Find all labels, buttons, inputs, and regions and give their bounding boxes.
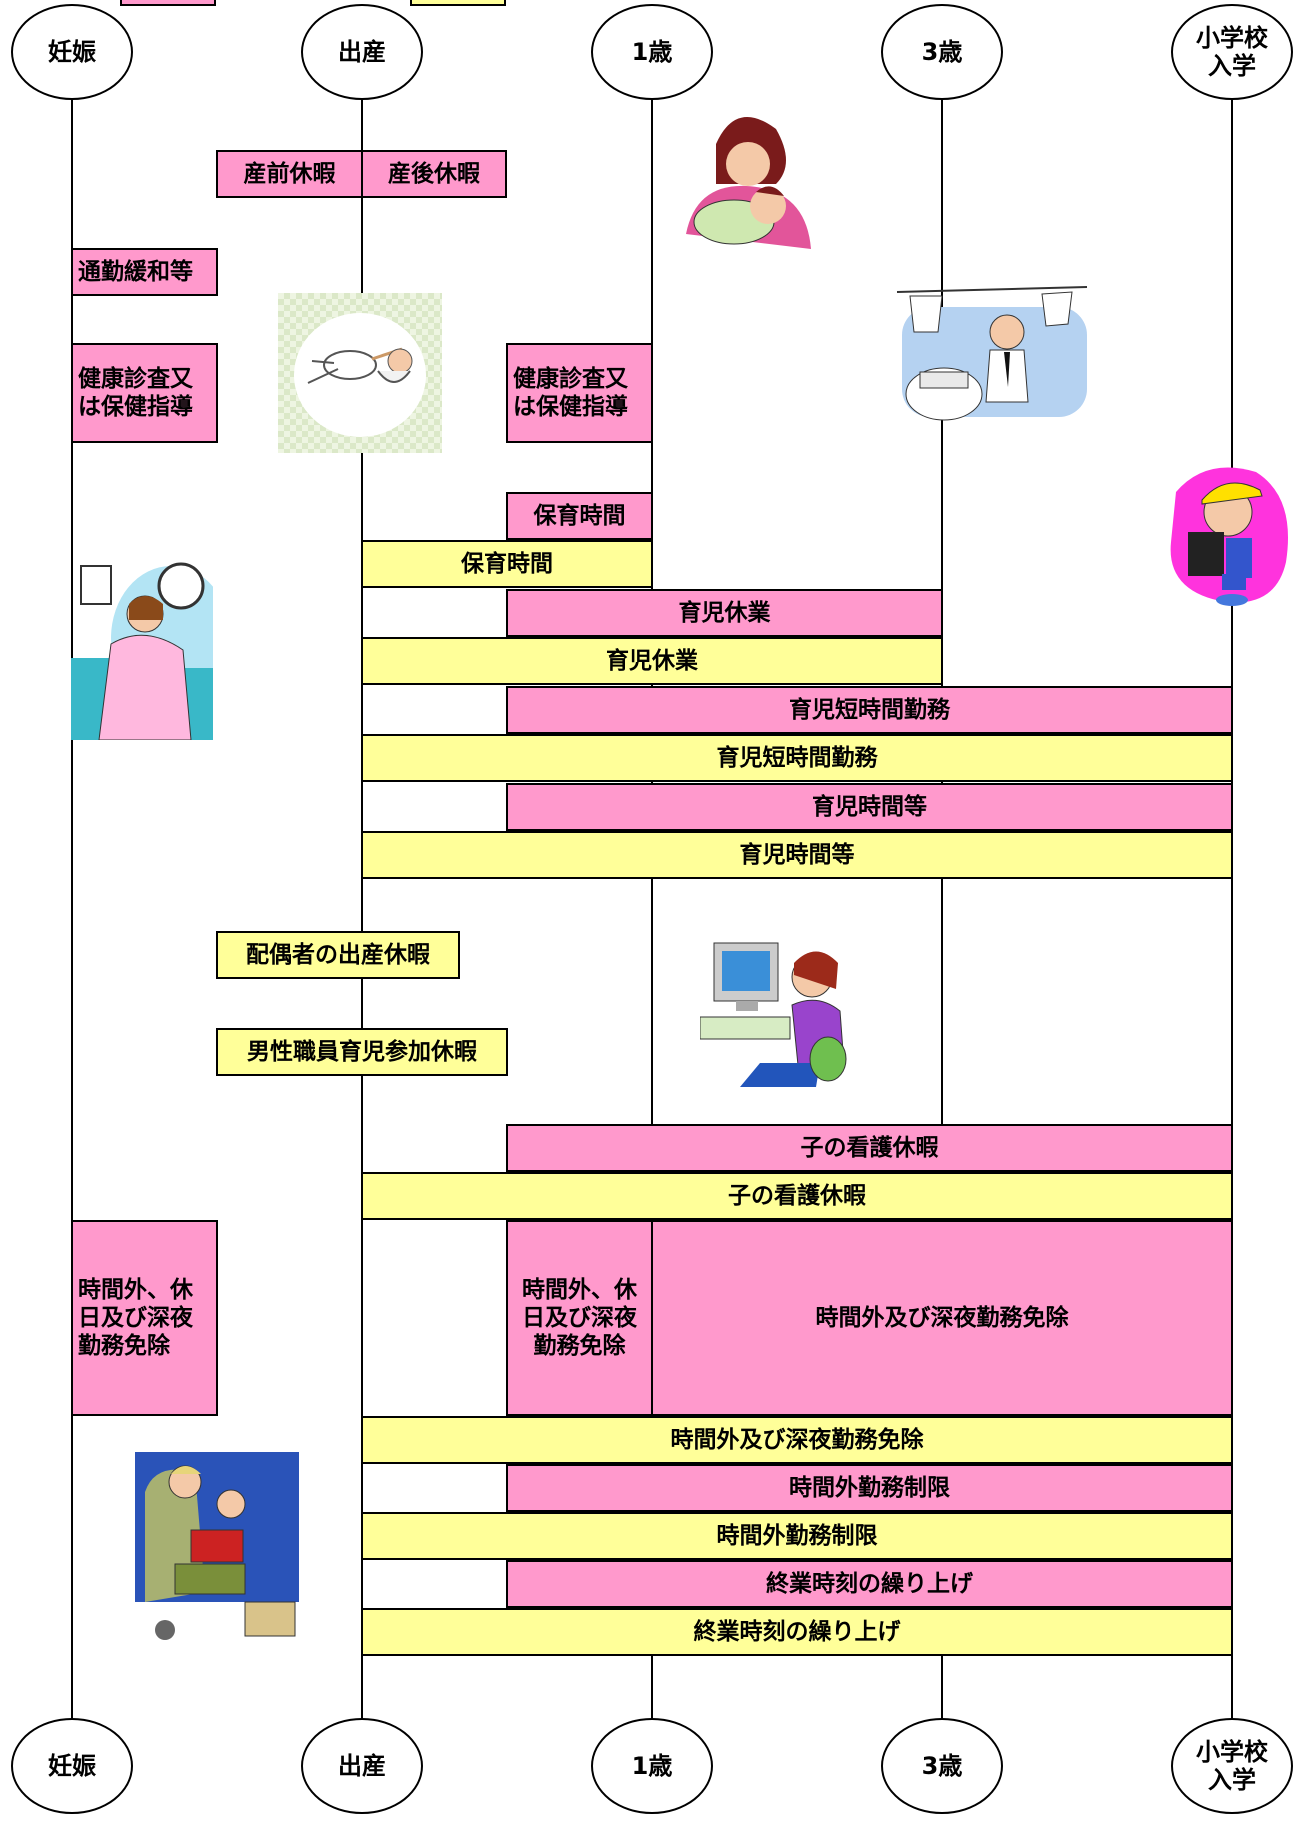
health-check-pregnancy-bar: 健康診査又 は保健指導 [71,343,218,443]
cropped-yellow-bar [410,0,506,6]
stage-age1-top: 1歳 [591,4,713,100]
stage-age3-bottom: 3歳 [881,1718,1003,1814]
overtime-limit-yellow-bar: 時間外勤務制限 [361,1512,1233,1560]
stage-school-bottom: 小学校 入学 [1171,1718,1293,1814]
pregnant-woman-illustration [71,562,213,740]
woman-at-computer-illustration [700,942,847,1087]
cropped-pink-bar [120,0,216,6]
timeline-line-birth [361,100,363,1720]
health-check-postnatal-bar: 健康診査又 は保健指導 [506,343,653,443]
childcare-leave-yellow-bar: 育児休業 [361,637,943,685]
childcare-leave-pink-bar: 育児休業 [506,589,943,637]
family-reading-illustration [135,1452,299,1640]
stage-age3-top: 3歳 [881,4,1003,100]
timeline-line-age1 [651,100,653,1720]
early-finish-pink-bar: 終業時刻の繰り上げ [506,1560,1233,1608]
timeline-line-school [1231,100,1233,1720]
male-participation-leave-bar: 男性職員育児参加休暇 [216,1028,508,1076]
overtime-night-exempt-yellow-bar: 時間外及び深夜勤務免除 [361,1416,1233,1464]
stage-school-top: 小学校 入学 [1171,4,1293,100]
nursing-time-pink-bar: 保育時間 [506,492,653,540]
overtime-exempt-pregnancy-bar: 時間外、休 日及び深夜 勤務免除 [71,1220,218,1416]
overtime-exempt-postnatal-bar: 時間外、休 日及び深夜 勤務免除 [506,1220,653,1416]
child-nursing-leave-yellow-bar: 子の看護休暇 [361,1172,1233,1220]
timeline-line-pregnancy [71,100,73,1720]
childcare-time-pink-bar: 育児時間等 [506,783,1233,831]
prenatal-leave-bar: 産前休暇 [216,150,363,198]
stage-birth-top: 出産 [301,4,423,100]
commute-relief-bar: 通勤緩和等 [71,248,218,296]
spouse-birth-leave-bar: 配偶者の出産休暇 [216,931,460,979]
short-hours-pink-bar: 育児短時間勤務 [506,686,1233,734]
stork-baby-illustration [278,293,442,453]
child-nursing-leave-pink-bar: 子の看護休暇 [506,1124,1233,1172]
childcare-time-yellow-bar: 育児時間等 [361,831,1233,879]
early-finish-yellow-bar: 終業時刻の繰り上げ [361,1608,1233,1656]
overtime-night-exempt-pink-bar: 時間外及び深夜勤務免除 [651,1220,1233,1416]
mother-with-baby-illustration [686,117,811,249]
nursing-time-yellow-bar: 保育時間 [361,540,653,588]
overtime-limit-pink-bar: 時間外勤務制限 [506,1464,1233,1512]
stage-birth-bottom: 出産 [301,1718,423,1814]
timeline-line-age3 [941,100,943,1720]
short-hours-yellow-bar: 育児短時間勤務 [361,734,1233,782]
schoolchild-illustration [1170,467,1288,606]
stage-pregnancy-top: 妊娠 [11,4,133,100]
stage-age1-bottom: 1歳 [591,1718,713,1814]
postnatal-leave-bar: 産後休暇 [361,150,507,198]
stage-pregnancy-bottom: 妊娠 [11,1718,133,1814]
father-laundry-illustration [896,286,1088,421]
